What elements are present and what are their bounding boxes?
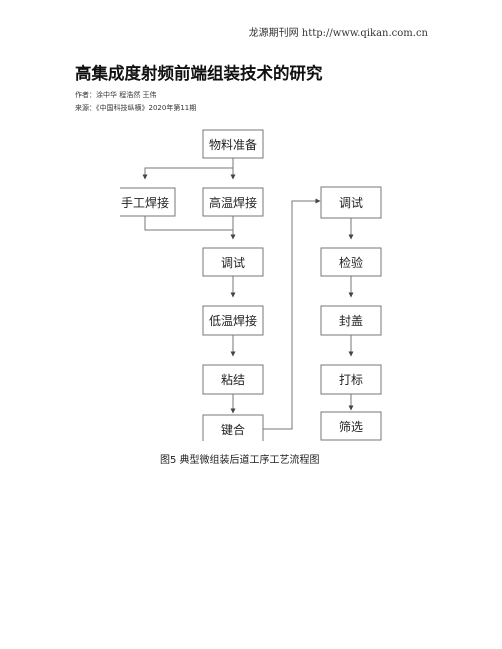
step-label: 手工焊接 — [121, 195, 169, 210]
step-manual-solder: 手工焊接 — [120, 187, 176, 217]
step-label: 高温焊接 — [209, 195, 257, 210]
step-wire-bonding: 键合 — [202, 414, 264, 441]
step-marking: 打标 — [320, 364, 382, 395]
step-debug-2: 调试 — [320, 186, 382, 219]
step-label: 粘结 — [221, 372, 245, 387]
step-sealing: 封盖 — [320, 305, 382, 336]
step-inspection: 检验 — [320, 247, 382, 277]
step-label: 调试 — [339, 195, 363, 210]
step-label: 打标 — [339, 373, 363, 387]
site-header: 龙源期刊网 http://www.qikan.com.cn — [248, 28, 428, 39]
article-title: 高集成度射频前端组装技术的研究 — [75, 64, 323, 83]
article-source: 来源：《中国科技纵横》2020年第11期 — [75, 104, 197, 112]
step-high-temp-solder: 高温焊接 — [202, 187, 264, 217]
step-label: 键合 — [221, 422, 245, 437]
article-authors: 作者：涂中华 程浩然 王伟 — [75, 91, 157, 99]
step-debug-1: 调试 — [202, 247, 264, 277]
step-label: 封盖 — [339, 314, 363, 328]
step-label: 物料准备 — [209, 138, 257, 152]
figure-caption: 图5 典型微组装后道工序工艺流程图 — [160, 455, 320, 466]
step-label: 检验 — [339, 255, 363, 270]
step-screening: 筛选 — [320, 411, 382, 441]
step-material-prep: 物料准备 — [202, 129, 264, 159]
step-label: 筛选 — [339, 419, 363, 434]
flow-connectors — [142, 158, 354, 430]
step-label: 低温焊接 — [209, 313, 257, 328]
step-bonding-glue: 粘结 — [202, 364, 264, 395]
process-flowchart: 物料准备 手工焊接 高温焊接 调试 低温焊接 粘结 — [120, 126, 403, 441]
step-label: 调试 — [221, 255, 245, 270]
step-low-temp-solder: 低温焊接 — [202, 305, 264, 336]
